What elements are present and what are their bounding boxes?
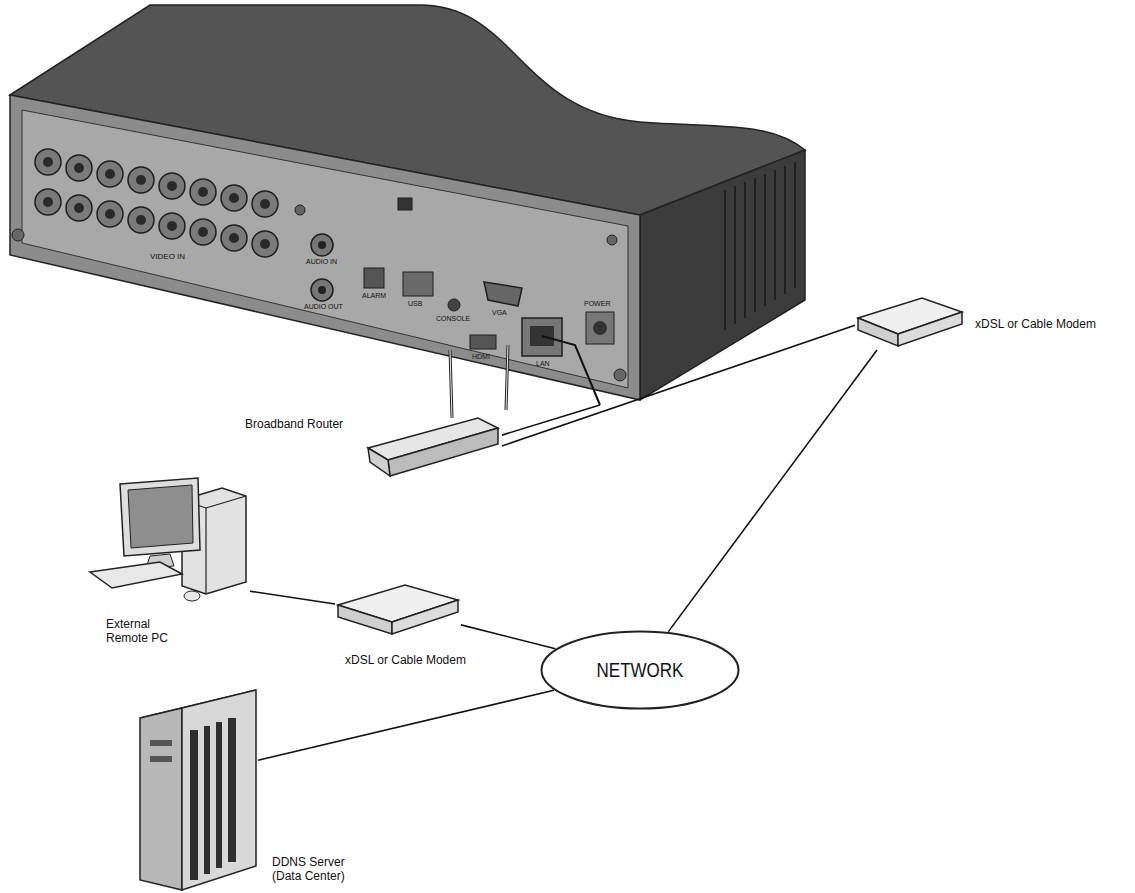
router-device: Broadband Router	[360, 412, 502, 480]
ddns-server: DDNS Server (Data Center)	[138, 686, 258, 892]
modem-device: xDSL or Cable Modem	[335, 582, 461, 637]
port-label: HDMI	[472, 353, 502, 361]
port-label: VGA	[492, 309, 516, 317]
dvr-unit: VIDEO IN AUDIO IN AUDIO OUT ALARM USBCONSOLE…	[10, 5, 805, 405]
port-label: AUDIO OUT	[304, 303, 356, 311]
port-label: AUDIO IN	[306, 258, 356, 266]
device-label: xDSL or Cable Modem	[345, 654, 495, 668]
remote-pc: External Remote PC	[85, 476, 250, 604]
device-label: External Remote PC	[106, 618, 176, 646]
port-label: ALARM	[362, 292, 396, 300]
network-cable	[461, 625, 555, 649]
network-label: NETWORK	[555, 630, 725, 710]
device-label: xDSL or Cable Modem	[975, 318, 1130, 332]
cable-line	[502, 325, 855, 446]
port-label: USB	[408, 300, 434, 308]
cable-line	[258, 690, 554, 760]
network-cloud: NETWORK	[540, 630, 740, 710]
port-label: CONSOLE	[436, 315, 480, 323]
port-label: VIDEO IN	[150, 252, 210, 261]
port-label: LAN	[536, 360, 560, 368]
network-cable	[250, 591, 335, 604]
network-cable	[258, 690, 554, 760]
network-cable	[668, 350, 877, 632]
modem-device: xDSL or Cable Modem	[855, 295, 965, 350]
network-cable	[502, 405, 600, 435]
device-label: DDNS Server (Data Center)	[272, 856, 367, 884]
cable-line	[502, 405, 600, 435]
network-cable	[502, 325, 855, 446]
cable-line	[250, 591, 335, 604]
port-label: POWER	[584, 300, 624, 308]
cable-line	[668, 350, 877, 632]
cable-line	[461, 625, 555, 649]
device-label: Broadband Router	[245, 418, 365, 432]
